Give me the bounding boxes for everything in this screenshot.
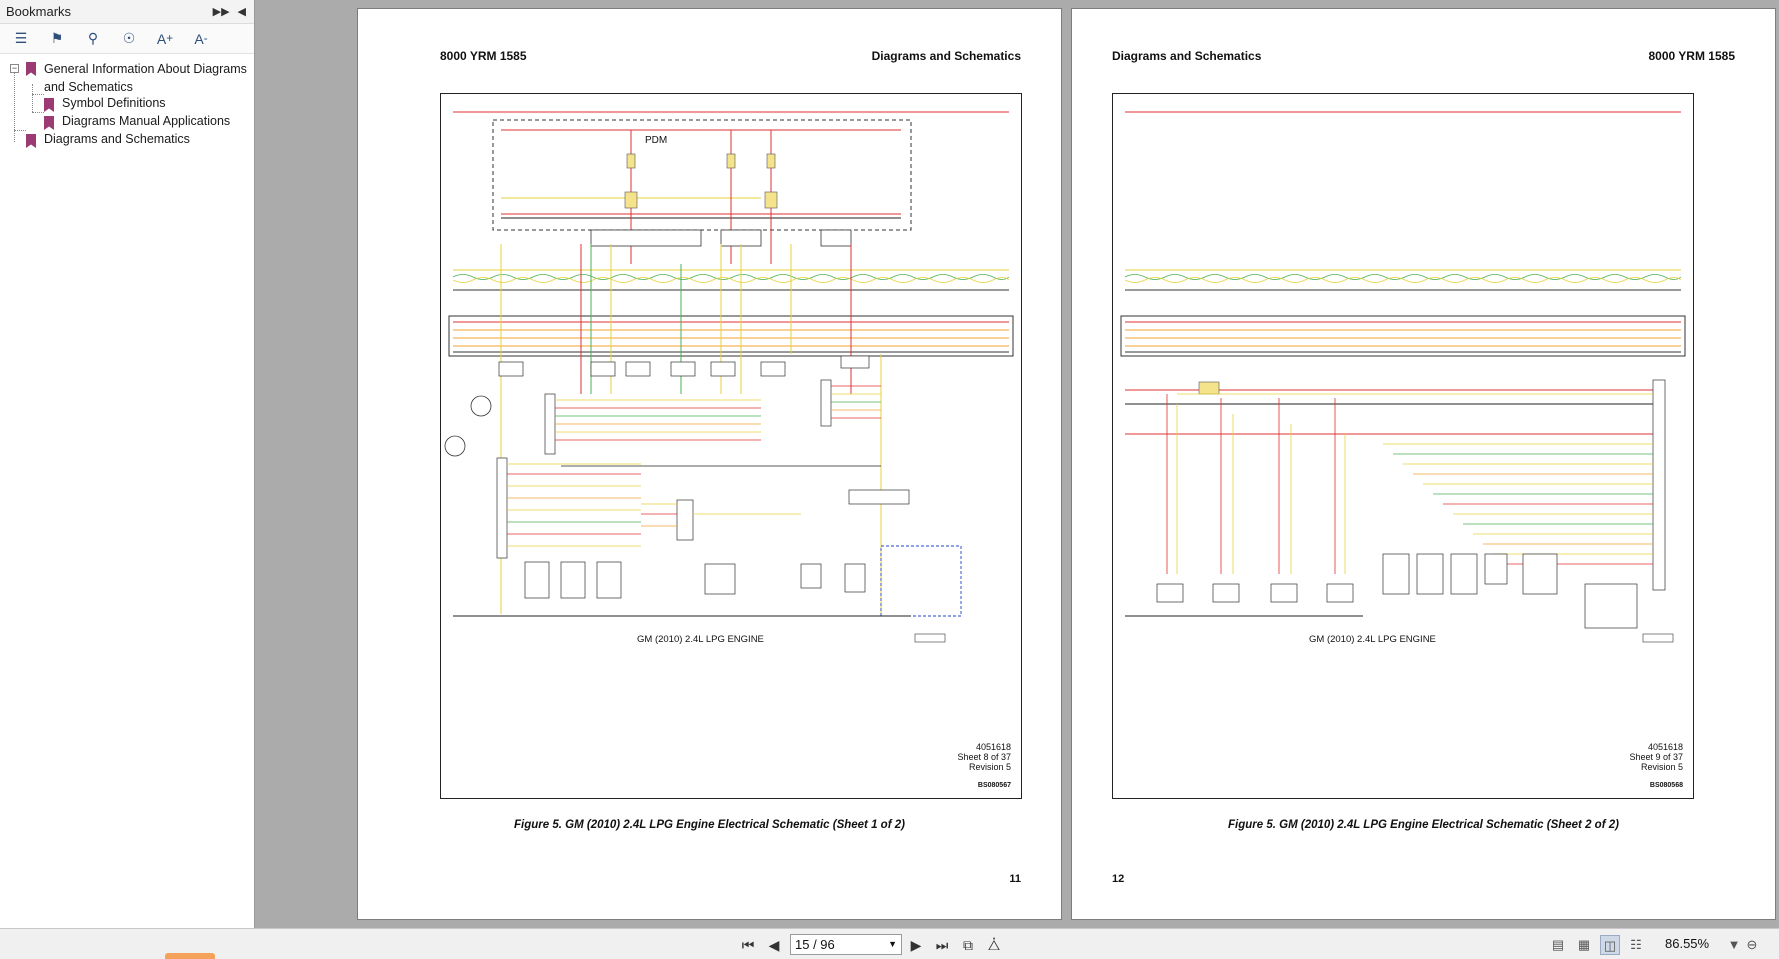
bookmark-diagrams-and-schematics[interactable]: Diagrams and Schematics: [0, 132, 254, 150]
page-header-right: 8000 YRM 1585: [1648, 49, 1735, 63]
bookmarks-header: Bookmarks ▶▶ ◀: [0, 0, 254, 24]
doc-number: 4051618: [975, 742, 1011, 752]
options-list-icon[interactable]: ☰: [14, 30, 28, 46]
text-larger-icon[interactable]: A+: [156, 30, 174, 47]
bookmark-general-information[interactable]: − General Information About Diagrams and…: [0, 60, 254, 96]
go-back-view-icon[interactable]: ⧉: [963, 937, 973, 953]
sheet-number: Sheet 8 of 37: [957, 752, 1011, 762]
collapse-panel-icon[interactable]: ◀: [237, 6, 246, 18]
drawing-code: BS080567: [977, 782, 1011, 789]
bookmarks-panel: Bookmarks ▶▶ ◀ ☰ ⚑ ⚲ ☉ A+ A- − Gene: [0, 0, 255, 928]
bookmark-icon: [44, 116, 54, 130]
bookmark-add-icon[interactable]: ⚑: [50, 30, 64, 46]
page-header-right: Diagrams and Schematics: [871, 49, 1021, 63]
text-smaller-icon[interactable]: A-: [194, 30, 208, 47]
document-view[interactable]: 8000 YRM 1585 Diagrams and Schematics: [256, 0, 1779, 928]
revision: Revision 5: [968, 762, 1011, 772]
taskbar-indicator: [165, 953, 215, 959]
zoom-level[interactable]: 86.55%: [1665, 936, 1710, 951]
previous-page-button[interactable]: ◀: [768, 937, 780, 953]
bookmark-tree: − General Information About Diagrams and…: [0, 54, 254, 150]
zoom-dropdown-icon[interactable]: ▼: [1727, 937, 1741, 952]
bookmark-icon: [26, 62, 36, 76]
schematic-sheet-1: PDM GM (2010) 2.4L LPG ENGINE 4051618 Sh…: [440, 93, 1022, 799]
schematic-drawing: [444, 111, 1014, 643]
bookmark-current-icon[interactable]: ☉: [122, 30, 136, 46]
page-number: 12: [1112, 873, 1125, 885]
sheet-number: Sheet 9 of 37: [1629, 752, 1683, 762]
bookmark-label: Diagrams and Schematics: [44, 132, 190, 146]
revision: Revision 5: [1640, 762, 1683, 772]
continuous-facing-view-icon[interactable]: ☷: [1630, 937, 1642, 952]
schematic-sheet-2: GM (2010) 2.4L LPG ENGINE 4051618 Sheet …: [1112, 93, 1694, 799]
page-indicator: 15 / 96: [795, 937, 835, 952]
zoom-out-icon[interactable]: ⊖: [1746, 937, 1758, 952]
go-forward-view-icon[interactable]: ⧊: [987, 937, 1001, 953]
doc-number: 4051618: [1647, 742, 1683, 752]
bookmark-icon: [44, 98, 54, 112]
first-page-button[interactable]: ⏮: [741, 937, 755, 953]
bookmark-label-line2: and Schematics: [44, 80, 133, 94]
page-12: Diagrams and Schematics 8000 YRM 1585: [1071, 8, 1776, 920]
bookmark-label-line1: General Information About Diagrams: [44, 62, 247, 76]
sheet-info: 4051618 Sheet 8 of 37 Revision 5: [957, 742, 1011, 772]
facing-view-icon[interactable]: ◫: [1600, 935, 1620, 955]
page-header-left: 8000 YRM 1585: [440, 49, 527, 63]
continuous-view-icon[interactable]: ▦: [1577, 937, 1591, 952]
chevron-down-icon[interactable]: ▼: [888, 939, 897, 949]
figure-caption: Figure 5. GM (2010) 2.4L LPG Engine Elec…: [514, 819, 905, 831]
figure-caption: Figure 5. GM (2010) 2.4L LPG Engine Elec…: [1228, 819, 1619, 831]
page-number: 11: [1009, 873, 1021, 885]
bookmarks-title: Bookmarks: [6, 4, 72, 19]
schematic-title: GM (2010) 2.4L LPG ENGINE: [637, 634, 764, 645]
schematic-drawing: [1120, 111, 1686, 643]
next-page-button[interactable]: ▶: [910, 937, 922, 953]
collapse-toggle-icon[interactable]: −: [10, 63, 19, 73]
bookmarks-toolbar: ☰ ⚑ ⚲ ☉ A+ A-: [0, 24, 254, 54]
bookmark-find-icon[interactable]: ⚲: [87, 30, 99, 46]
bookmark-label: Diagrams Manual Applications: [62, 114, 231, 128]
bookmark-icon: [26, 134, 36, 148]
drawing-code: BS080568: [1649, 782, 1683, 789]
page-11: 8000 YRM 1585 Diagrams and Schematics: [357, 8, 1062, 920]
single-page-view-icon[interactable]: ▤: [1551, 937, 1565, 952]
expand-panel-icon[interactable]: ▶▶: [212, 6, 230, 18]
pdm-label: PDM: [645, 135, 668, 146]
bookmark-symbol-definitions[interactable]: Symbol Definitions: [0, 96, 254, 114]
bookmark-label: Symbol Definitions: [62, 96, 166, 110]
last-page-button[interactable]: ⏭: [935, 937, 949, 953]
page-header-left: Diagrams and Schematics: [1112, 49, 1262, 63]
page-number-input[interactable]: 15 / 96 ▼: [790, 934, 902, 955]
status-bar: ⏮ ◀ 15 / 96 ▼ ▶ ⏭ ⧉ ⧊ ▤ ▦ ◫ ☷ 86.55% ▼ ⊖: [0, 928, 1779, 959]
bookmark-manual-applications[interactable]: Diagrams Manual Applications: [0, 114, 254, 132]
schematic-title: GM (2010) 2.4L LPG ENGINE: [1309, 634, 1436, 645]
sheet-info: 4051618 Sheet 9 of 37 Revision 5: [1629, 742, 1683, 772]
